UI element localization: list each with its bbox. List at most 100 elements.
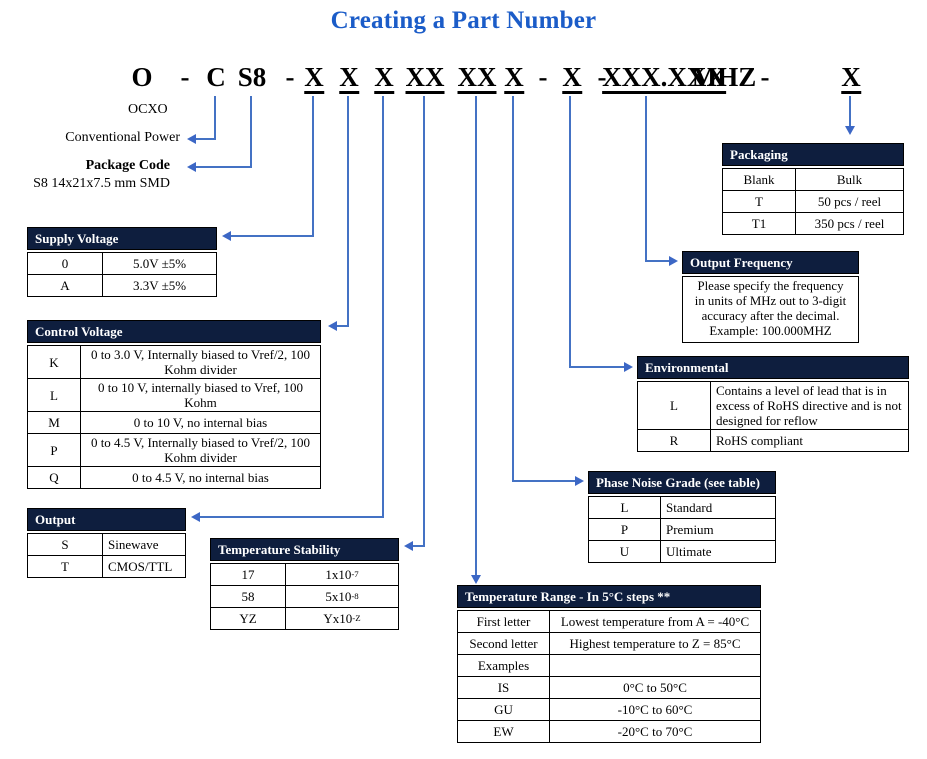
note-line: Please specify the frequency: [697, 279, 844, 293]
table-row: Q 0 to 4.5 V, no internal bias: [28, 466, 320, 488]
pn-mhz: MHZ: [691, 62, 757, 92]
connector-line: [413, 545, 425, 547]
table-row: T 50 pcs / reel: [723, 190, 903, 212]
pn-phasenoise-x: X: [504, 62, 524, 94]
cell-key: A: [28, 275, 103, 296]
table-row: L Contains a level of lead that is in ex…: [638, 382, 908, 429]
connector-line: [569, 366, 624, 368]
label-conventional-power: Conventional Power: [65, 130, 180, 145]
stability-base: Yx10: [323, 611, 353, 626]
packaging-table: Packaging Blank Bulk T 50 pcs / reel T1 …: [722, 143, 904, 235]
cell-value: 1x10-7: [286, 564, 398, 585]
cell-value: -20°C to 70°C: [617, 724, 693, 739]
table-row: 17 1x10-7: [211, 564, 398, 585]
table-row: K 0 to 3.0 V, Internally biased to Vref/…: [28, 346, 320, 378]
cell-value: 0°C to 50°C: [623, 680, 687, 695]
connector-line: [337, 325, 349, 327]
connector-line: [200, 516, 384, 518]
cell-key: L: [638, 382, 711, 429]
environmental-header: Environmental: [637, 356, 909, 379]
stability-base: 5x10: [325, 589, 352, 604]
cell-value: 350 pcs / reel: [814, 216, 885, 231]
cell-value: 0 to 10 V, no internal bias: [133, 415, 268, 430]
page-title: Creating a Part Number: [330, 7, 597, 34]
connector-line: [423, 96, 425, 547]
connector-line: [849, 96, 851, 126]
table-row: M 0 to 10 V, no internal bias: [28, 411, 320, 433]
connector-line: [347, 96, 349, 327]
connector-line: [196, 138, 216, 140]
table-body: 0 5.0V ±5% A 3.3V ±5%: [27, 252, 217, 297]
arrowhead-right-icon: [575, 476, 584, 486]
label-package-code: Package Code: [85, 158, 170, 173]
note-line: in units of MHz out to 3-digit: [694, 294, 847, 308]
cell-value: Yx10-Z: [286, 608, 398, 629]
table-body: 17 1x10-7 58 5x10-8 YZ Yx10-Z: [210, 563, 399, 630]
label-package-desc: S8 14x21x7.5 mm SMD: [33, 176, 170, 191]
table-row: IS 0°C to 50°C: [458, 676, 760, 698]
pn-power-c: C: [206, 62, 226, 92]
pn-dash: -: [760, 62, 770, 92]
cell-key: L: [28, 379, 81, 411]
table-row: P Premium: [589, 518, 775, 540]
cell-key: T: [723, 191, 796, 212]
cell-key: M: [28, 412, 81, 433]
output-frequency-table: Output Frequency Please specify the freq…: [682, 251, 859, 343]
control-voltage-header: Control Voltage: [27, 320, 321, 343]
pn-package-s8: S8: [237, 62, 267, 92]
output-header: Output: [27, 508, 186, 531]
cell-key: L: [589, 497, 661, 518]
table-row: P 0 to 4.5 V, Internally biased to Vref/…: [28, 433, 320, 466]
cell-value: -10°C to 60°C: [617, 702, 693, 717]
phase-noise-table: Phase Noise Grade (see table) L Standard…: [588, 471, 776, 563]
connector-line: [312, 96, 314, 237]
packaging-header: Packaging: [722, 143, 904, 166]
table-row: Examples: [458, 654, 760, 676]
cell-value: [550, 655, 760, 676]
temperature-range-header: Temperature Range - In 5°C steps **: [457, 585, 761, 608]
table-row: T CMOS/TTL: [28, 555, 185, 577]
cell-value: Premium: [666, 522, 714, 537]
output-table: Output S Sinewave T CMOS/TTL: [27, 508, 186, 578]
stability-exponent: -7: [351, 569, 359, 579]
table-body: S Sinewave T CMOS/TTL: [27, 533, 186, 578]
connector-line: [569, 96, 571, 368]
cell-key: Second letter: [458, 633, 550, 654]
cell-key: U: [589, 541, 661, 562]
cell-key: P: [28, 434, 81, 466]
table-body: K 0 to 3.0 V, Internally biased to Vref/…: [27, 345, 321, 489]
connector-line: [645, 260, 669, 262]
cell-value: Bulk: [836, 172, 863, 187]
table-row: Second letter Highest temperature to Z =…: [458, 632, 760, 654]
arrowhead-left-icon: [328, 321, 337, 331]
table-body: L Standard P Premium U Ultimate: [588, 496, 776, 563]
table-row: L 0 to 10 V, internally biased to Vref, …: [28, 378, 320, 411]
output-frequency-note: Please specify the frequency in units of…: [682, 276, 859, 343]
note-line: accuracy after the decimal.: [701, 309, 840, 323]
table-row: S Sinewave: [28, 534, 185, 555]
connector-line: [512, 96, 514, 482]
phase-noise-header: Phase Noise Grade (see table): [588, 471, 776, 494]
pn-supply-x: X: [304, 62, 324, 94]
table-row: First letter Lowest temperature from A =…: [458, 611, 760, 632]
stability-exponent: -Z: [352, 613, 361, 623]
table-row: L Standard: [589, 497, 775, 518]
cell-key: YZ: [211, 608, 286, 629]
label-ocxo: OCXO: [128, 102, 168, 117]
cell-value: Ultimate: [666, 544, 712, 559]
cell-value: CMOS/TTL: [108, 559, 173, 574]
stability-base: 1x10: [325, 567, 352, 582]
cell-key: P: [589, 519, 661, 540]
supply-voltage-header: Supply Voltage: [27, 227, 217, 250]
cell-value: 0 to 10 V, internally biased to Vref, 10…: [97, 380, 304, 410]
cell-key: IS: [458, 677, 550, 698]
table-row: GU -10°C to 60°C: [458, 698, 760, 720]
pn-frequency-xxx: XXX.XXX: [602, 62, 726, 94]
table-row: R RoHS compliant: [638, 429, 908, 451]
table-row: T1 350 pcs / reel: [723, 212, 903, 234]
cell-key: 0: [28, 253, 103, 274]
arrowhead-left-icon: [187, 134, 196, 144]
pn-environmental-x: X: [562, 62, 582, 94]
cell-value: Contains a level of lead that is in exce…: [716, 383, 902, 428]
